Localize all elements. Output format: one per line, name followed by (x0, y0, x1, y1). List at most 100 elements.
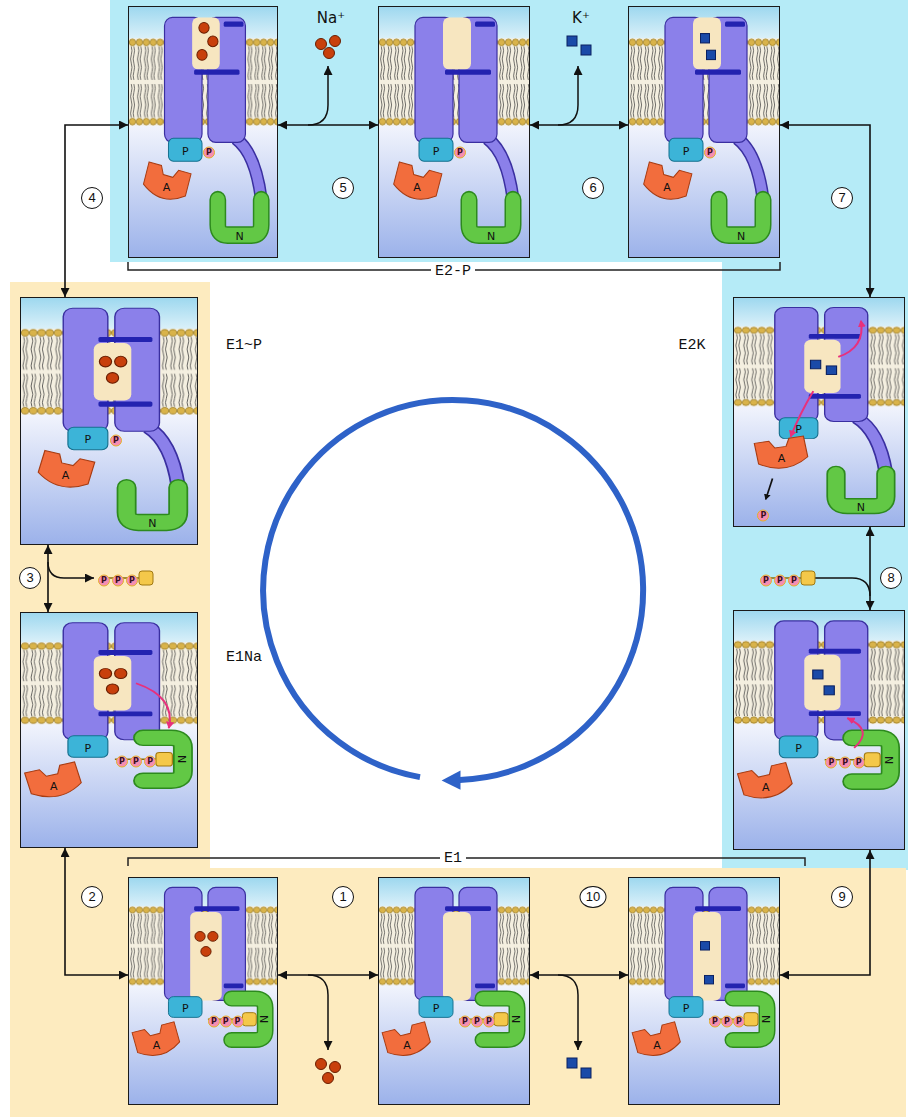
text-anchor: A (153, 1036, 161, 1052)
adenosine (494, 1013, 508, 1026)
text-anchor: N (759, 1015, 775, 1023)
text-anchor: P (483, 1011, 495, 1028)
text-anchor: P (733, 1011, 745, 1028)
sodium-ion (99, 356, 111, 367)
domain-label: A (778, 452, 786, 465)
state-name: E1~P (226, 337, 262, 354)
drawing-part (581, 45, 591, 55)
text-anchor: A (62, 466, 70, 482)
text-anchor: A (403, 1036, 411, 1052)
ion-label: K⁺ (572, 9, 590, 27)
potassium-ion (826, 366, 836, 375)
protein-stalk (236, 138, 262, 198)
phosphate-label: P (144, 756, 156, 768)
a-domain (36, 451, 95, 492)
gate (445, 906, 491, 911)
drawing-part (324, 48, 335, 59)
drawing-part (330, 1062, 341, 1073)
callout-number: 7 (831, 187, 853, 209)
text-anchor: P (220, 1011, 232, 1028)
phosphate-label: P (232, 1016, 244, 1028)
step-anchor: 6 (582, 177, 604, 199)
state-panel: PANPPP (733, 610, 905, 850)
reaction-arrow (47, 545, 49, 612)
phosphate-label: P (825, 756, 837, 768)
p-domain (68, 427, 108, 450)
step-anchor: 5 (332, 177, 354, 199)
domain-label: A (163, 181, 171, 194)
potassium-ion (813, 670, 823, 679)
phosphate-label: P (110, 435, 122, 447)
text-anchor: P (709, 1011, 721, 1028)
ion-label: Na⁺ (317, 9, 345, 27)
state-illustration (629, 7, 779, 257)
gate (98, 711, 152, 716)
drawing-part (801, 571, 815, 585)
movement-arrow (791, 391, 814, 437)
state-illustration (734, 611, 904, 849)
cytoplasm (734, 403, 904, 527)
state-panel: PANP (733, 297, 905, 527)
sodium-ion (201, 947, 211, 957)
ion-cavity (693, 17, 721, 69)
text-anchor: N (487, 227, 495, 243)
phosphate-label: P (459, 1016, 471, 1028)
domain-label: N (175, 755, 188, 763)
drawing-part (323, 1073, 334, 1084)
step-anchor: 10 (580, 886, 607, 908)
protein-stalk (487, 138, 513, 198)
adenosine (864, 753, 880, 767)
phosphate-label: P (709, 1016, 721, 1028)
gate (695, 70, 741, 75)
sodium-ion (208, 36, 218, 47)
text-anchor: P (130, 751, 142, 768)
reaction-arrow (65, 125, 128, 297)
a-domain (382, 1022, 432, 1060)
phosphate-label: P (721, 1016, 733, 1028)
callout-number: 6 (582, 177, 604, 199)
label-anchor: P (98, 570, 110, 587)
ion-cavity (190, 912, 222, 1001)
a-domain (141, 162, 191, 204)
domain-label: A (153, 1039, 161, 1052)
a-domain (392, 162, 442, 204)
lipid-bilayer (734, 327, 904, 407)
cytoplasm (629, 122, 779, 257)
domain-label: P (683, 1002, 690, 1015)
drawing-part (558, 975, 578, 1050)
cytoplasm (21, 720, 197, 847)
lipid-bilayer (734, 641, 904, 724)
gate (98, 337, 152, 342)
text-anchor: P (110, 430, 122, 447)
phosphate-label: P (757, 509, 769, 521)
drawing-part (316, 39, 327, 50)
domain-label: N (148, 517, 156, 530)
reaction-arrow (780, 850, 870, 975)
domain-label: N (509, 1015, 522, 1023)
label-anchor: P (126, 570, 138, 587)
state-panel: PANPPP (628, 877, 780, 1105)
movement-arrow (838, 321, 861, 357)
state-illustration (379, 878, 529, 1104)
text-anchor: P (208, 1011, 220, 1028)
e1-region (10, 282, 906, 1117)
a-domain (642, 162, 692, 204)
label-anchor: E2K (678, 336, 705, 354)
state-panel: PANPPP (378, 877, 530, 1105)
phosphate-label: P (471, 1016, 483, 1028)
label-anchor: E1~P (226, 336, 262, 354)
p-domain (168, 138, 202, 161)
phosphate-label: P (733, 1016, 745, 1028)
phosphate-label: P (203, 146, 215, 158)
label-anchor: P (774, 570, 786, 587)
domain-label: N (882, 756, 895, 764)
lipid-bilayer (21, 329, 197, 415)
reaction-arrow (65, 848, 128, 975)
cycle-arrow (263, 400, 643, 780)
domain-label: P (85, 742, 92, 755)
a-domain (141, 162, 191, 204)
text-anchor: P (182, 999, 189, 1015)
text-anchor: P (757, 504, 769, 521)
text-anchor: N (509, 1015, 525, 1023)
